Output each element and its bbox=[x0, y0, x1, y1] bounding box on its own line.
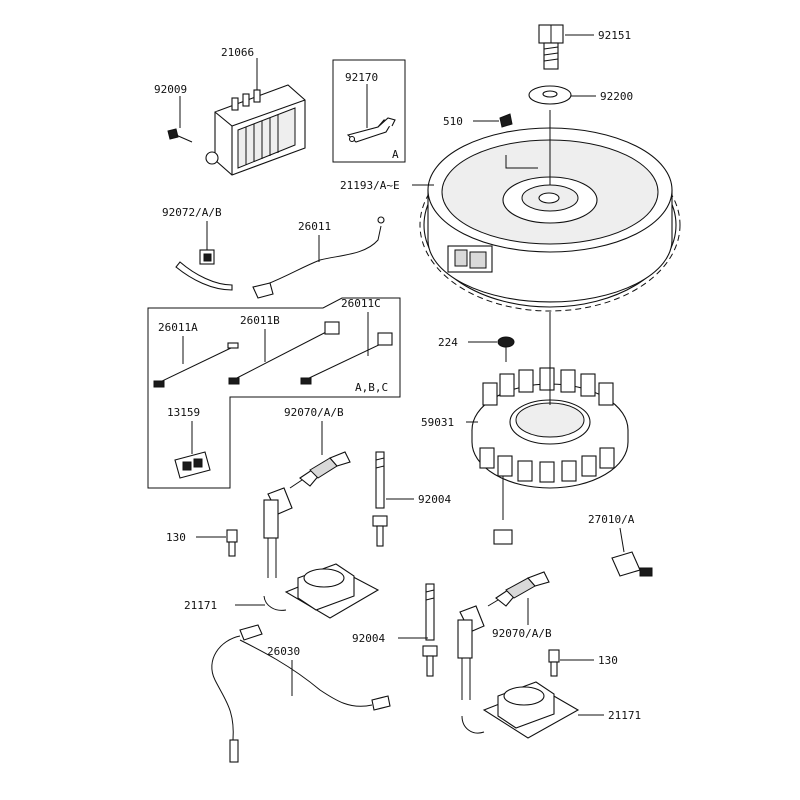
label-21171-left: 21171 bbox=[184, 599, 217, 612]
spark-plug-bottom-92070 bbox=[487, 571, 550, 607]
screw-92009 bbox=[167, 128, 193, 143]
label-26011A: 26011A bbox=[158, 321, 198, 334]
ignition-coil-right-21171 bbox=[457, 605, 580, 739]
label-92170: 92170 bbox=[345, 71, 378, 84]
label-92070-top: 92070/A/B bbox=[284, 406, 344, 419]
flywheel-21193 bbox=[419, 127, 681, 312]
lead-26011 bbox=[252, 216, 385, 299]
bolt-92151 bbox=[538, 24, 564, 70]
switch-27010 bbox=[611, 527, 653, 577]
stud-92004-bottom bbox=[422, 583, 438, 677]
label-26030: 26030 bbox=[267, 645, 300, 658]
stator-59031 bbox=[471, 367, 629, 545]
label-130-right: 130 bbox=[598, 654, 618, 667]
label-92070-bottom: 92070/A/B bbox=[492, 627, 552, 640]
washer-92200 bbox=[528, 85, 572, 105]
label-21193: 21193/A~E bbox=[340, 179, 400, 192]
label-26011: 26011 bbox=[298, 220, 331, 233]
label-130-left: 130 bbox=[166, 531, 186, 544]
lead-26011C bbox=[300, 332, 393, 385]
lead-26011A bbox=[153, 342, 239, 388]
ignition-coil-left-21171 bbox=[263, 487, 380, 619]
bolt-130-right bbox=[548, 649, 560, 677]
label-inset-a: A bbox=[392, 148, 399, 161]
label-92200: 92200 bbox=[600, 90, 633, 103]
label-92151: 92151 bbox=[598, 29, 631, 42]
connector-13159 bbox=[174, 451, 211, 479]
stud-92004-top bbox=[372, 451, 388, 547]
inset-box-92170 bbox=[332, 59, 406, 163]
label-92004-top: 92004 bbox=[418, 493, 451, 506]
inset-box-26011 bbox=[147, 297, 401, 489]
spark-plug-top-92070 bbox=[289, 451, 351, 489]
label-inset-abc: A,B,C bbox=[355, 381, 388, 394]
label-510: 510 bbox=[443, 115, 463, 128]
label-92004-bottom: 92004 bbox=[352, 632, 385, 645]
label-92009: 92009 bbox=[154, 83, 187, 96]
label-92072: 92072/A/B bbox=[162, 206, 222, 219]
bolt-130-left bbox=[226, 529, 238, 557]
label-13159: 13159 bbox=[167, 406, 200, 419]
lead-26011B bbox=[228, 321, 340, 385]
clamp-92170 bbox=[346, 117, 396, 143]
label-27010: 27010/A bbox=[588, 513, 635, 526]
label-26011C: 26011C bbox=[341, 297, 381, 310]
cable-tie-92072 bbox=[175, 249, 233, 291]
screw-224 bbox=[497, 336, 515, 362]
regulator-21066 bbox=[205, 84, 306, 176]
lead-26030 bbox=[211, 624, 391, 763]
label-26011B: 26011B bbox=[240, 314, 280, 327]
label-21171-right: 21171 bbox=[608, 709, 641, 722]
label-224: 224 bbox=[438, 336, 458, 349]
key-510 bbox=[499, 113, 513, 128]
label-21066: 21066 bbox=[221, 46, 254, 59]
label-59031: 59031 bbox=[421, 416, 454, 429]
